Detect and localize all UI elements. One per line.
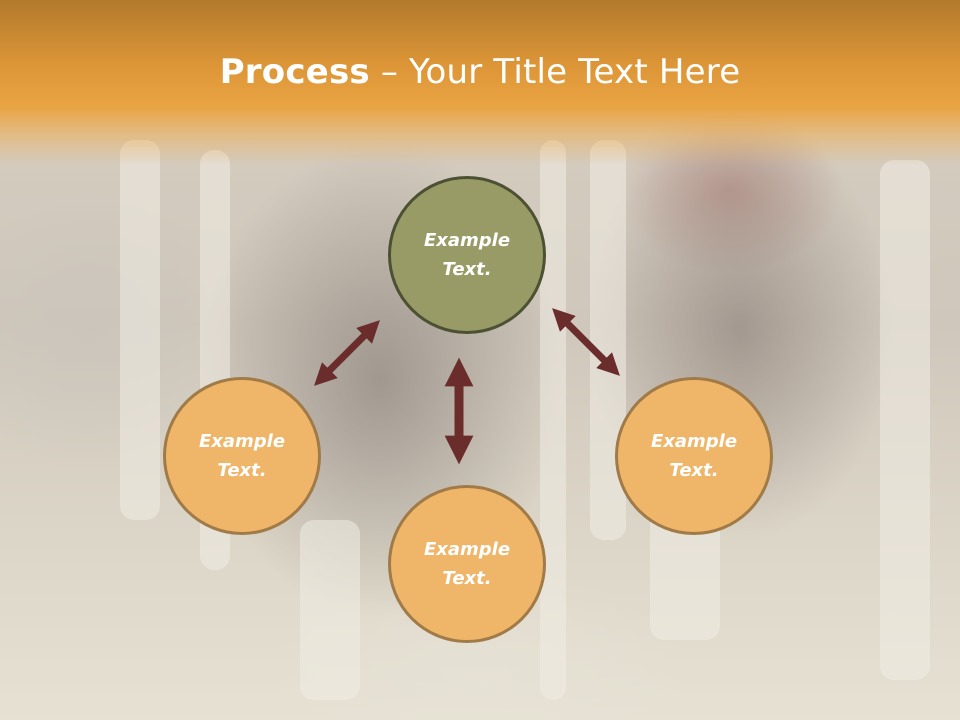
background-blur-shape	[300, 520, 360, 700]
title-bold: Process	[219, 52, 370, 92]
node-right: Example Text.	[615, 377, 773, 535]
node-top-label: Example Text.	[423, 230, 511, 280]
node-left: Example Text.	[163, 377, 321, 535]
background-blur-shape	[120, 140, 160, 520]
title-rest: – Your Title Text Here	[369, 52, 741, 92]
node-bottom: Example Text.	[388, 485, 546, 643]
arrow-top-right	[552, 308, 620, 376]
slide-title: Process – Your Title Text Here	[0, 52, 960, 92]
node-top: Example Text.	[388, 176, 546, 334]
title-band	[0, 0, 960, 165]
node-left-label: Example Text.	[198, 431, 286, 481]
node-right-label: Example Text.	[650, 431, 738, 481]
node-bottom-label: Example Text.	[423, 539, 511, 589]
background-blur-shape	[540, 140, 566, 700]
background-blur-shape	[880, 160, 930, 680]
arrow-top-left	[314, 320, 380, 386]
